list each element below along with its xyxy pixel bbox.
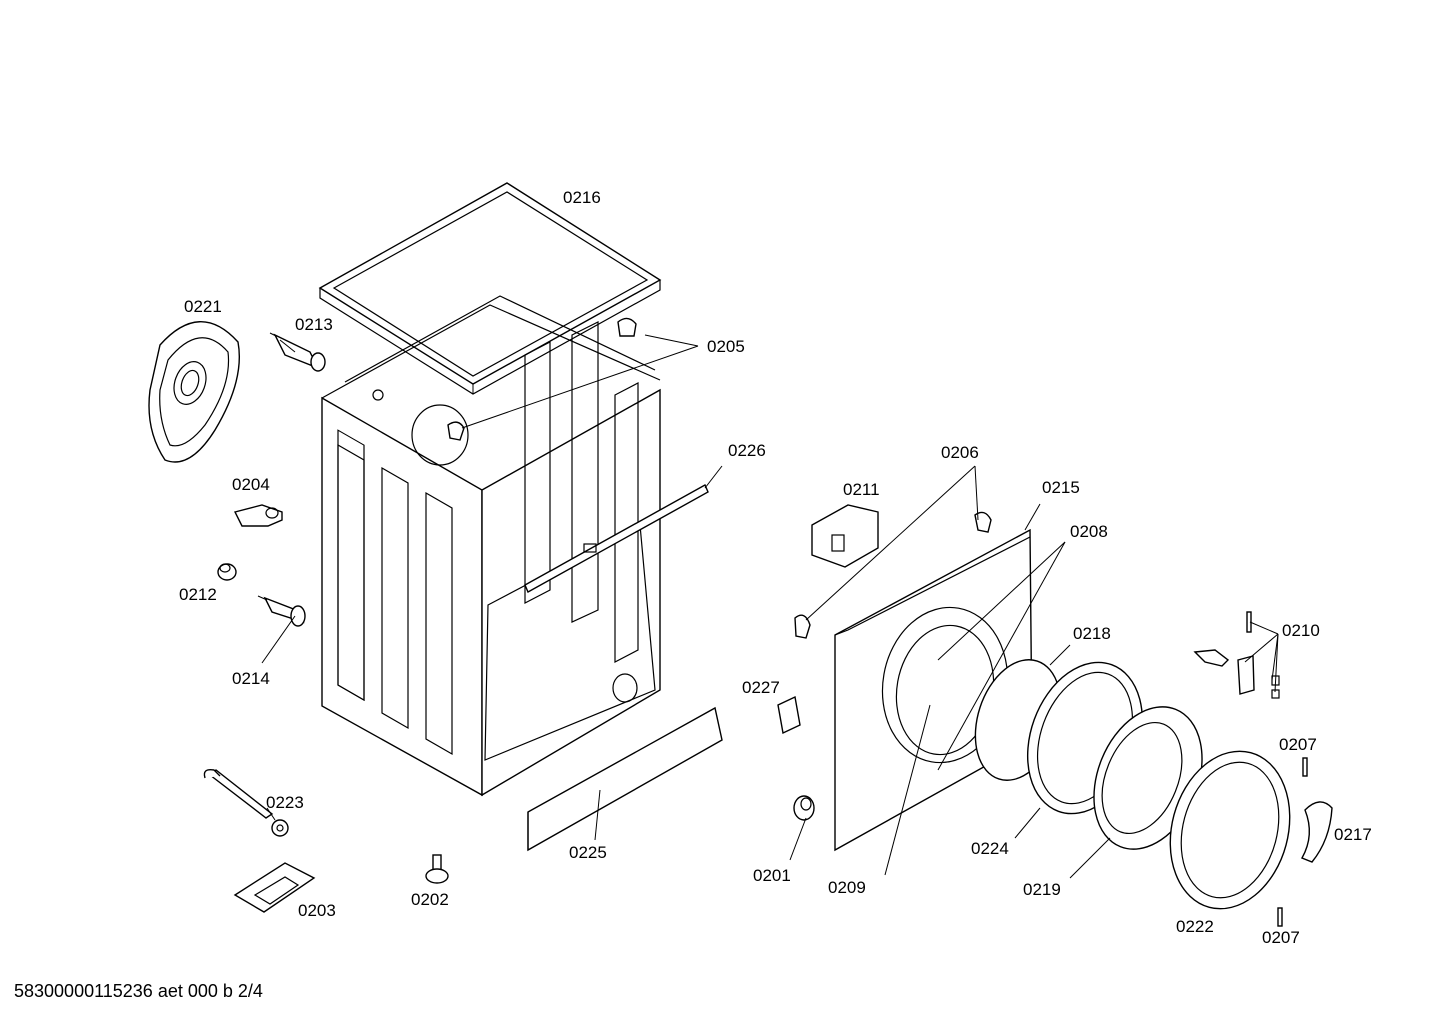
label-0218: 0218 [1073, 624, 1111, 643]
label-0215: 0215 [1042, 478, 1080, 497]
part-0201-knob[interactable] [793, 795, 815, 821]
part-0222-outer-ring[interactable] [1153, 738, 1306, 923]
label-0217: 0217 [1334, 825, 1372, 844]
label-0225: 0225 [569, 843, 607, 862]
label-0213: 0213 [295, 315, 333, 334]
label-0209: 0209 [828, 878, 866, 897]
part-0205-clips[interactable] [447, 317, 637, 441]
label-0211: 0211 [843, 480, 880, 499]
label-0216: 0216 [563, 188, 601, 207]
document-id-footer: 58300000115236 aet 000 b 2/4 [14, 981, 263, 1001]
label-0223: 0223 [266, 793, 304, 812]
label-0221: 0221 [184, 297, 222, 316]
label-0227: 0227 [742, 678, 780, 697]
part-0226-cross-strut[interactable] [524, 484, 709, 593]
label-0226: 0226 [728, 441, 766, 460]
part-cabinet-housing[interactable] [321, 295, 661, 797]
part-0227-switch[interactable] [777, 695, 801, 735]
part-0212-cap[interactable] [217, 563, 237, 581]
label-0208: 0208 [1070, 522, 1108, 541]
part-0217-handle[interactable] [1300, 801, 1333, 863]
part-0225-kick-plate[interactable] [527, 706, 723, 852]
part-0202-foot[interactable] [425, 854, 449, 884]
part-0210-hinge-parts[interactable] [1193, 611, 1280, 699]
part-0221-rear-cover[interactable] [148, 321, 241, 463]
label-0207-lower: 0207 [1262, 928, 1300, 947]
part-0204-bracket[interactable] [233, 504, 283, 527]
label-0204: 0204 [232, 475, 270, 494]
label-0201: 0201 [753, 866, 791, 885]
label-0214: 0214 [232, 669, 270, 688]
label-0207-upper: 0207 [1279, 735, 1317, 754]
part-0214-pump[interactable] [257, 595, 306, 627]
part-0211-door-lock[interactable] [811, 504, 879, 568]
label-0210: 0210 [1282, 621, 1320, 640]
label-0222: 0222 [1176, 917, 1214, 936]
label-0224: 0224 [971, 839, 1009, 858]
leader-lines [261, 334, 1279, 879]
label-0203: 0203 [298, 901, 336, 920]
label-0206: 0206 [941, 443, 979, 462]
part-0216-top-cover[interactable] [318, 182, 662, 395]
label-0212: 0212 [179, 585, 217, 604]
label-0205: 0205 [707, 337, 745, 356]
label-0219: 0219 [1023, 880, 1061, 899]
part-0207-pins[interactable] [1277, 757, 1308, 927]
part-0223-wrench[interactable] [203, 768, 289, 837]
part-0203-shim[interactable] [233, 862, 316, 913]
part-0213-suppressor[interactable] [269, 332, 326, 372]
label-0202: 0202 [411, 890, 449, 909]
